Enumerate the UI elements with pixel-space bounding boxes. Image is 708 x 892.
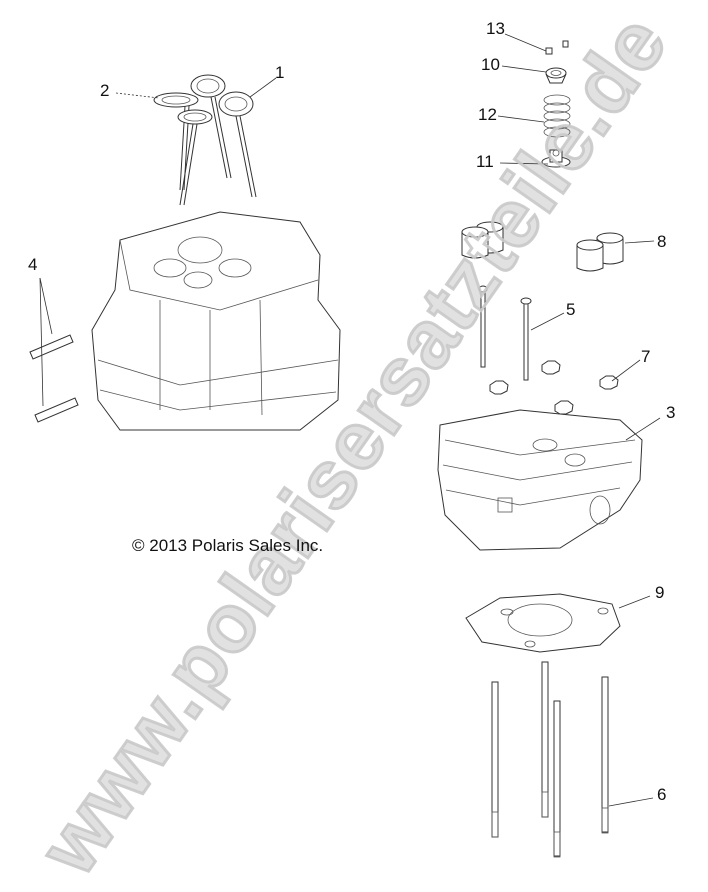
buckets-drawing <box>461 221 624 272</box>
callout-11: 11 <box>476 152 494 171</box>
valves-group <box>153 74 257 206</box>
cylinder-block-drawing <box>91 211 341 431</box>
valvetrain-drawing <box>541 40 571 168</box>
callout-4: 4 <box>28 255 38 274</box>
callout-5: 5 <box>566 300 576 319</box>
cylinder-head-drawing <box>437 409 643 551</box>
callout-8: 8 <box>657 232 667 251</box>
gasket-drawing <box>465 593 621 653</box>
callout-9: 9 <box>655 583 665 602</box>
callout-1: 1 <box>275 63 285 82</box>
callout-12: 12 <box>478 105 497 124</box>
callout-3: 3 <box>666 403 676 422</box>
callout-2: 2 <box>100 81 110 100</box>
leader-lines <box>39 33 661 807</box>
callout-13: 13 <box>486 19 505 38</box>
bolts-nuts-drawing <box>478 285 619 415</box>
callout-6: 6 <box>657 785 667 804</box>
callout-7: 7 <box>641 347 651 366</box>
callout-10: 10 <box>481 55 500 74</box>
copyright-notice: © 2013 Polaris Sales Inc. <box>132 536 324 555</box>
studs-drawing <box>491 661 609 858</box>
dowel-pins-drawing <box>29 334 79 423</box>
